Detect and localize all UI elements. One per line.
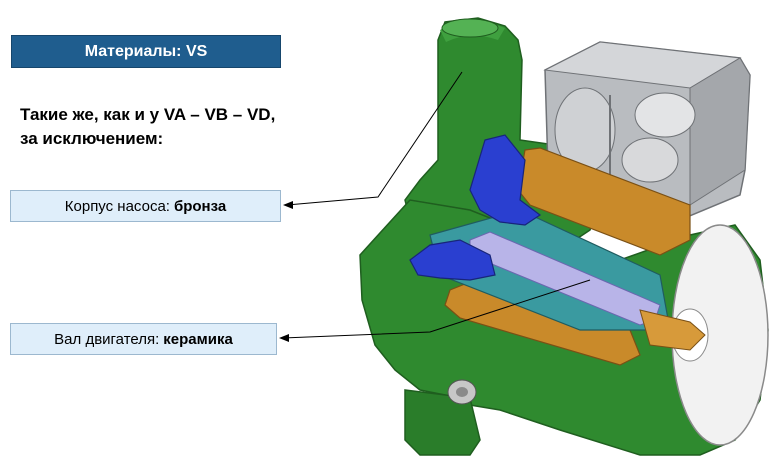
leader-line-pump-body	[283, 71, 463, 209]
drain-screw	[447, 379, 477, 405]
callout-pump-body: Корпус насоса: бронза	[10, 190, 281, 222]
subtitle-line-2: за исключением:	[20, 129, 164, 148]
rotor-shaft	[429, 209, 706, 351]
callout-motor-shaft: Вал двигателя: керамика	[10, 323, 277, 355]
title-banner: Материалы: VS	[11, 35, 281, 68]
callout-pump-body-value: бронза	[173, 197, 227, 215]
title-text: Материалы: VS	[84, 42, 208, 60]
callout-motor-shaft-value: керамика	[163, 330, 233, 348]
subtitle: Такие же, как и у VA – VB – VD, за исклю…	[20, 103, 350, 151]
terminal-box	[543, 41, 751, 221]
subtitle-line-1: Такие же, как и у VA – VB – VD,	[20, 105, 276, 124]
leader-line-motor-shaft	[279, 279, 591, 342]
callout-motor-shaft-label: Вал двигателя:	[54, 330, 160, 348]
callout-pump-body-label: Корпус насоса:	[64, 197, 170, 215]
impeller	[409, 134, 542, 281]
